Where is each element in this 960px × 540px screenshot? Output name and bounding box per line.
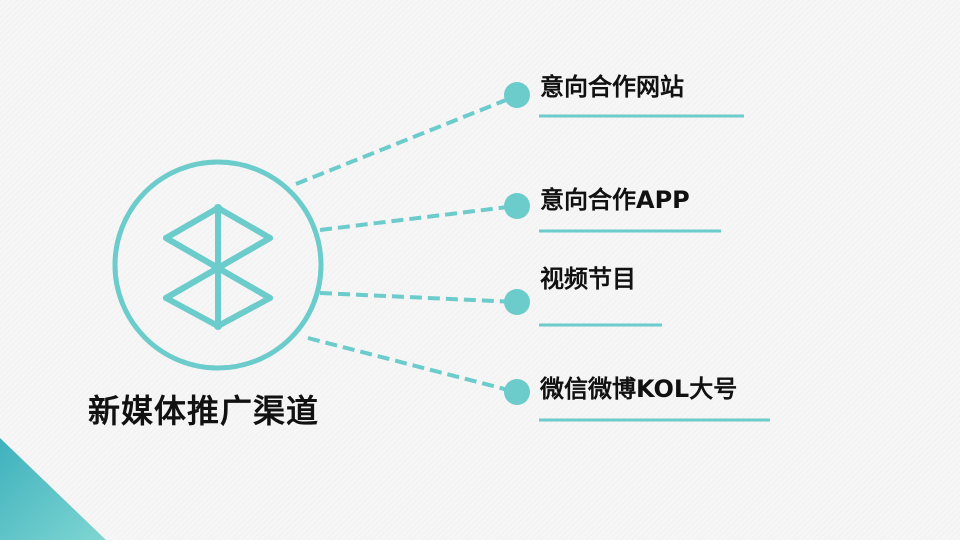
channel-label-partner-websites: 意向合作网站 — [540, 73, 684, 101]
hub-circle — [112, 159, 324, 371]
endpoint-dot-0 — [504, 82, 530, 108]
corner-triangle-decoration — [0, 438, 106, 540]
connector-0 — [295, 94, 517, 186]
channel-label-partner-apps: 意向合作APP — [540, 186, 690, 214]
hub-title: 新媒体推广渠道 — [88, 392, 320, 430]
endpoint-dot-2 — [504, 289, 530, 315]
connector-3 — [307, 336, 517, 394]
connector-1 — [319, 204, 517, 232]
endpoint-dot-3 — [504, 379, 530, 405]
channel-label-kol-accounts: 微信微博KOL大号 — [540, 375, 738, 403]
connector-2 — [319, 291, 517, 304]
endpoint-dot-1 — [504, 193, 530, 219]
channel-label-video-programs: 视频节目 — [540, 265, 636, 293]
network-logo-icon — [163, 204, 273, 330]
